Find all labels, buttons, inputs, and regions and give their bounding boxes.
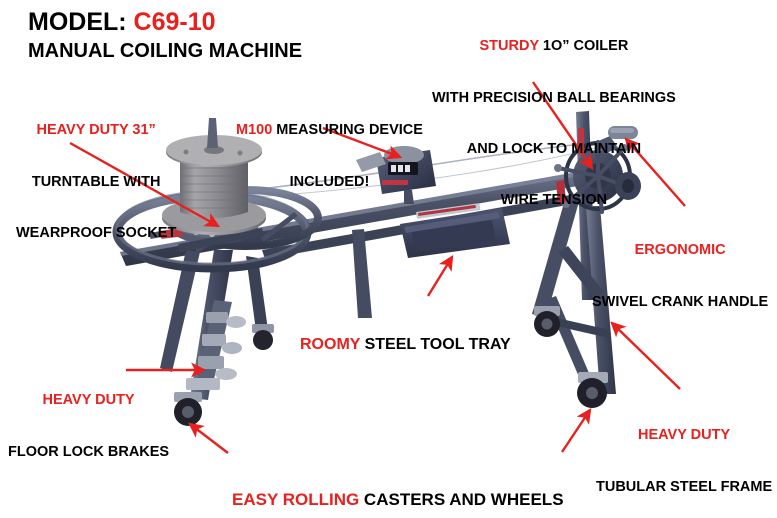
callout-coiler-highlight: STURDY <box>479 38 539 55</box>
callout-tray-line1: ROOMY STEEL TOOL TRAY <box>300 336 511 355</box>
callout-coiler-rest: 1O” COILER <box>538 38 629 55</box>
measuring-device <box>356 146 436 204</box>
caster-wheels <box>174 306 608 426</box>
arrow-ergonomic <box>624 137 686 207</box>
arrow-tray <box>426 254 454 297</box>
callout-casters-wheels: EASY ROLLING CASTERS AND WHEELS <box>232 450 564 518</box>
callout-brakes-highlight: HEAVY DUTY <box>42 392 135 409</box>
callout-tubular-frame: HEAVY DUTY TUBULAR STEEL FRAME <box>596 393 772 518</box>
callout-coiler-line3: AND LOCK TO MAINTAIN <box>466 140 642 157</box>
callout-coiler-line2: WITH PRECISION BALL BEARINGS <box>432 89 676 106</box>
callout-measuring-line1: M100 MEASURING DEVICE <box>236 122 423 139</box>
arrow-frame <box>610 321 681 390</box>
arrow-coiler <box>532 81 594 170</box>
callout-turntable: HEAVY DUTY 31” TURNTABLE WITH WEARPROOF … <box>16 88 176 276</box>
wire-spool <box>162 118 266 235</box>
callout-casters-rest: CASTERS AND WHEELS <box>359 490 564 510</box>
page-title: MODEL: C69-10 <box>28 8 302 37</box>
callout-frame-highlight: HEAVY DUTY <box>638 427 731 444</box>
arrow-measuring <box>322 126 403 160</box>
callout-measuring-rest: MEASURING DEVICE <box>272 122 423 139</box>
callout-casters-line1: EASY ROLLING CASTERS AND WHEELS <box>232 490 564 510</box>
arrow-caster-left <box>188 422 229 454</box>
callout-measuring-highlight: M100 <box>236 122 273 139</box>
steel-tool-tray <box>400 203 510 258</box>
callout-turntable-line2: WEARPROOF SOCKET <box>16 224 177 241</box>
arrow-turntable <box>69 141 221 228</box>
coiler-head <box>554 126 641 214</box>
callout-frame-line1: TUBULAR STEEL FRAME <box>596 478 773 495</box>
callout-coiler-line1: STURDY 1O” COILER <box>432 38 676 55</box>
callout-coiler-line4: WIRE TENSION <box>500 192 608 209</box>
model-number-label: C69-10 <box>133 8 216 36</box>
callout-ergonomic-highlight: ERGONOMIC <box>634 242 726 259</box>
arrow-caster-right <box>561 408 592 453</box>
callout-measuring-line2: INCLUDED! <box>289 173 370 190</box>
callout-turntable-highlight: HEAVY DUTY 31” <box>36 122 156 139</box>
callout-ergonomic-crank: ERGONOMIC SWIVEL CRANK HANDLE <box>592 208 768 345</box>
callout-turntable-line1: TURNTABLE WITH <box>31 173 161 190</box>
title-block: MODEL: C69-10 MANUAL COILING MACHINE <box>28 8 302 63</box>
callout-tray-rest: STEEL TOOL TRAY <box>360 335 511 353</box>
page-subtitle: MANUAL COILING MACHINE <box>28 40 303 62</box>
callout-ergonomic-line1: SWIVEL CRANK HANDLE <box>592 293 769 310</box>
callout-measuring-device: M100 MEASURING DEVICE INCLUDED! <box>236 88 423 225</box>
callout-tool-tray: ROOMY STEEL TOOL TRAY <box>300 298 511 392</box>
callout-tray-highlight: ROOMY <box>300 335 361 353</box>
callout-casters-highlight: EASY ROLLING <box>232 490 360 510</box>
callout-brakes-line1: FLOOR LOCK BRAKES <box>8 443 170 460</box>
model-prefix-label: MODEL: <box>28 8 134 36</box>
callout-coiler: STURDY 1O” COILER WITH PRECISION BALL BE… <box>432 4 676 244</box>
callout-floor-lock-brakes: HEAVY DUTY FLOOR LOCK BRAKES <box>8 358 169 495</box>
